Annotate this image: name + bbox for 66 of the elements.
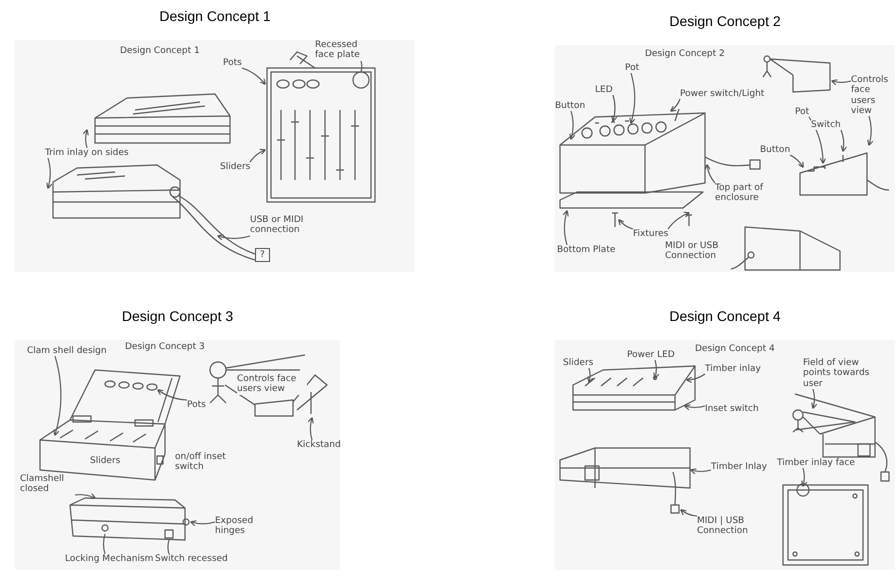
- handwritten-label: Switch: [811, 120, 841, 130]
- handwritten-label: Pot: [795, 107, 810, 118]
- handwritten-label: Sliders: [563, 358, 594, 368]
- handwritten-label: Kickstand: [297, 440, 341, 450]
- leader-line: [307, 416, 314, 440]
- handwritten-label: Button: [760, 145, 790, 156]
- leader-line: [167, 540, 170, 554]
- leader-line: [668, 212, 690, 230]
- panel-heading: Design Concept 3: [120, 308, 234, 324]
- handwritten-label: Trim inlay on sides: [45, 148, 129, 158]
- handwritten-label: Pots: [187, 400, 206, 410]
- panel-heading: Design Concept 4: [668, 308, 782, 324]
- sketch-title: Design Concept 4: [695, 344, 775, 354]
- leader-line: [53, 356, 62, 436]
- handwritten-label: Fixtures: [633, 229, 668, 240]
- handwritten-label: Clam shell design: [27, 346, 107, 356]
- leader-line: [790, 154, 804, 168]
- handwritten-label: Timber inlay face: [777, 458, 855, 468]
- leader-line: [46, 158, 53, 190]
- leader-line: [840, 130, 848, 152]
- sketch-title: Design Concept 2: [645, 49, 725, 60]
- leader-line: [102, 534, 106, 554]
- leader-line: [801, 468, 808, 488]
- leader-line: [360, 60, 362, 72]
- leader-line: [569, 110, 576, 140]
- leader-line: [74, 492, 96, 500]
- handwritten-label: Power LED: [627, 350, 675, 360]
- leader-line: [82, 128, 89, 148]
- handwritten-label: Controls face users view: [237, 374, 307, 395]
- leader-line: [704, 164, 716, 184]
- handwritten-label: Power switch/Light: [680, 89, 764, 100]
- leader-line: [629, 72, 636, 124]
- sketch-title: Design Concept 1: [120, 46, 200, 56]
- handwritten-label: Bottom Plate: [557, 245, 616, 256]
- handwritten-label: Pot: [625, 63, 640, 74]
- handwritten-label: Pots: [223, 58, 242, 68]
- leader-line: [157, 389, 188, 401]
- leader-line: [250, 148, 266, 162]
- handwritten-label: Sliders: [90, 456, 120, 466]
- leader-line: [670, 98, 681, 112]
- leader-line: [618, 219, 634, 230]
- handwritten-label: Sliders: [220, 162, 250, 172]
- handwritten-label: Switch recessed: [155, 554, 228, 564]
- handwritten-label: Timber inlay: [705, 364, 761, 374]
- leader-line: [562, 210, 569, 246]
- panel-heading: Design Concept 1: [158, 8, 272, 24]
- leader-line: [690, 468, 712, 475]
- leader-line: [242, 67, 266, 85]
- leader-line: [684, 404, 706, 411]
- leader-line: [686, 374, 706, 384]
- handwritten-label: Inset switch: [705, 404, 759, 414]
- leader-line: [653, 360, 660, 380]
- panel-heading: Design Concept 2: [668, 13, 782, 29]
- leader-line: [811, 388, 818, 410]
- sketch-title: Design Concept 3: [125, 342, 205, 352]
- leader-line: [587, 368, 594, 384]
- leader-line: [611, 94, 618, 122]
- leader-line: [190, 520, 216, 527]
- handwritten-label: Timber Inlay: [711, 462, 767, 472]
- leader-line: [216, 234, 250, 241]
- leader-line: [680, 509, 698, 517]
- leader-line: [830, 79, 852, 86]
- leader-line: [867, 116, 874, 146]
- plug-box: ?: [255, 248, 270, 262]
- handwritten-label: Button: [555, 101, 586, 112]
- handwritten-label: Locking Mechanism: [65, 554, 154, 564]
